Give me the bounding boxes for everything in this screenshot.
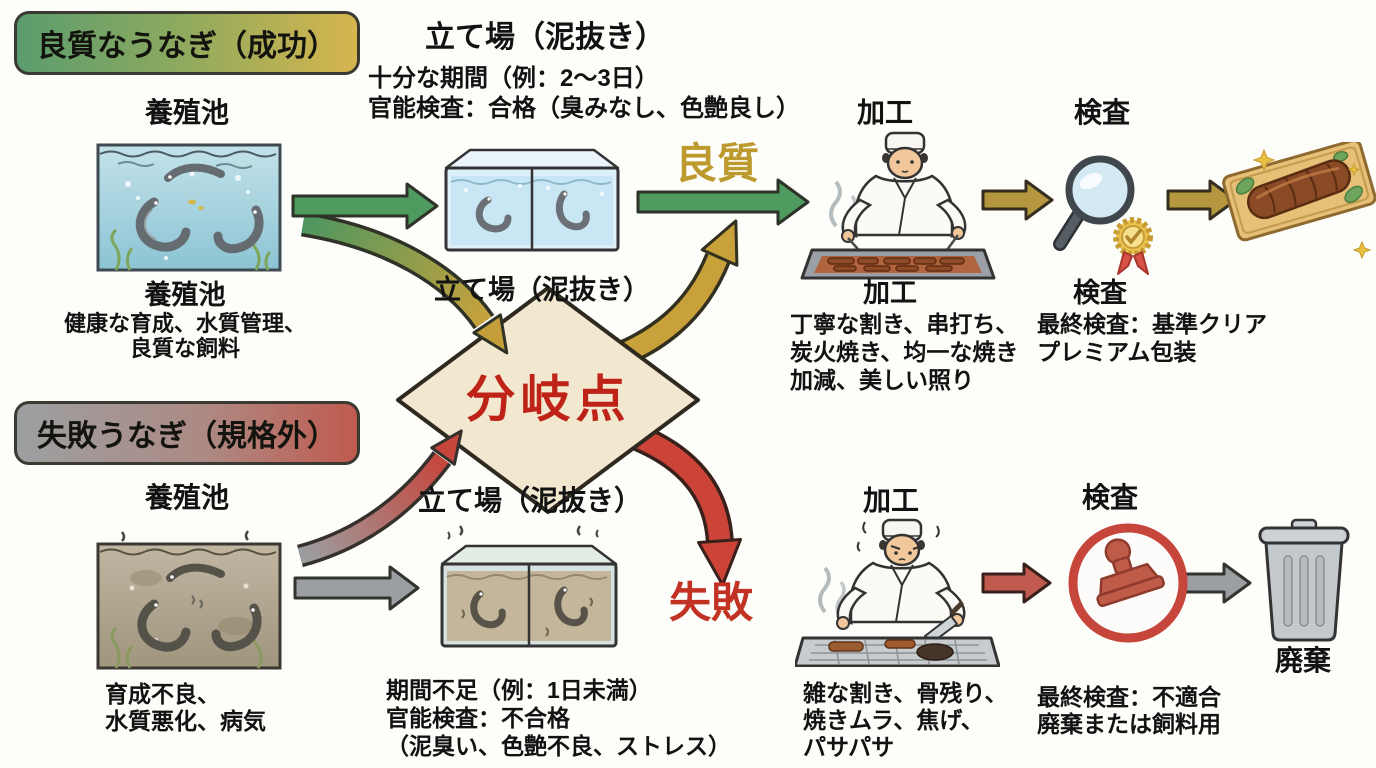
- arrow-pond-to-tank-success: [291, 182, 439, 230]
- failure-pond-title: 養殖池: [144, 482, 230, 513]
- failure-pond-line2: 水質悪化、病気: [105, 708, 266, 734]
- failure-branch-label: 失敗: [668, 579, 754, 626]
- success-processing-line2: 炭火焼き、均一な焼き: [790, 339, 1019, 365]
- failure-pond-line1: 育成不良、: [105, 681, 220, 707]
- quality-branch-label: 良質: [674, 140, 760, 187]
- murky-pond-illustration: [96, 530, 282, 670]
- disposal-label: 廃棄: [1274, 645, 1332, 676]
- failure-inspection-line2: 廃棄または飼料用: [1037, 711, 1221, 737]
- magnifier-medal-illustration: [1053, 155, 1153, 275]
- failure-processing-title: 加工: [862, 485, 920, 516]
- success-inspection-line1: 最終検査：基準クリア: [1037, 311, 1267, 337]
- failure-tateba-line2: 官能検査：不合格: [386, 705, 570, 731]
- premium-eel-product-illustration: [1222, 142, 1376, 260]
- decision-point-label: 分岐点: [465, 371, 631, 428]
- trash-can-illustration: [1258, 518, 1350, 642]
- failure-tateba-title: 立て場（泥抜き）: [417, 485, 643, 516]
- success-inspection-line2: プレミアム包装: [1037, 339, 1197, 365]
- success-pond-caption-line2: 良質な飼料: [129, 336, 241, 361]
- success-tateba-label: 立て場（泥抜き）: [434, 275, 650, 305]
- reject-stamp-illustration: [1068, 523, 1188, 643]
- murky-tank-illustration: [440, 525, 618, 648]
- success-processing-line1: 丁寧な割き、串打ち、: [790, 311, 1019, 337]
- failure-inspection-title: 検査: [1081, 482, 1139, 513]
- failure-processing-line3: パサパサ: [803, 734, 895, 760]
- success-path-badge: 良質なうなぎ（成功）: [14, 11, 360, 75]
- clean-pond-illustration: [96, 143, 282, 272]
- arrow-processing-to-inspection-failure: [981, 562, 1052, 604]
- chef-grilling-illustration: [800, 131, 996, 280]
- failure-tateba-line3: （泥臭い、色艶不良、ストレス）: [386, 733, 731, 759]
- failure-inspection-line1: 最終検査：不適合: [1037, 684, 1221, 710]
- arrow-inspection-to-product-success: [1166, 179, 1238, 221]
- success-pond-caption-line1: 健康な育成、水質管理、: [63, 311, 307, 336]
- clear-tank-illustration: [444, 148, 620, 252]
- success-inspection-caption-title: 検査: [1073, 278, 1127, 308]
- success-tateba-title: 立て場（泥抜き）: [425, 21, 665, 54]
- arrow-processing-to-inspection-success: [981, 179, 1054, 221]
- failure-processing-line2: 焼きムラ、焦げ、: [803, 707, 984, 733]
- success-processing-title: 加工: [856, 97, 914, 128]
- success-pond-caption-title: 養殖池: [144, 280, 226, 310]
- failure-path-badge: 失敗うなぎ（規格外）: [14, 401, 360, 465]
- success-tateba-line1: 十分な期間（例：2〜3日）: [368, 65, 659, 92]
- arrow-inspection-to-disposal: [1181, 562, 1252, 604]
- failure-processing-line1: 雑な割き、骨残り、: [803, 680, 1008, 706]
- curved-arrow-success-pond-to-decision: [301, 211, 509, 355]
- failure-tateba-line1: 期間不足（例：1日未満）: [386, 677, 652, 703]
- success-processing-line3: 加減、美しい照り: [790, 367, 974, 393]
- success-inspection-title: 検査: [1073, 97, 1131, 128]
- sweating-chef-illustration: [795, 518, 1000, 667]
- arrow-pond-to-tank-failure: [293, 565, 420, 611]
- curved-arrow-failure-pond-to-decision: [296, 429, 463, 568]
- arrow-tank-to-processing-success: [636, 178, 810, 226]
- success-processing-caption-title: 加工: [863, 278, 917, 308]
- success-pond-title: 養殖池: [144, 97, 230, 128]
- success-tateba-line2: 官能検査：合格（臭みなし、色艶良し）: [368, 95, 800, 122]
